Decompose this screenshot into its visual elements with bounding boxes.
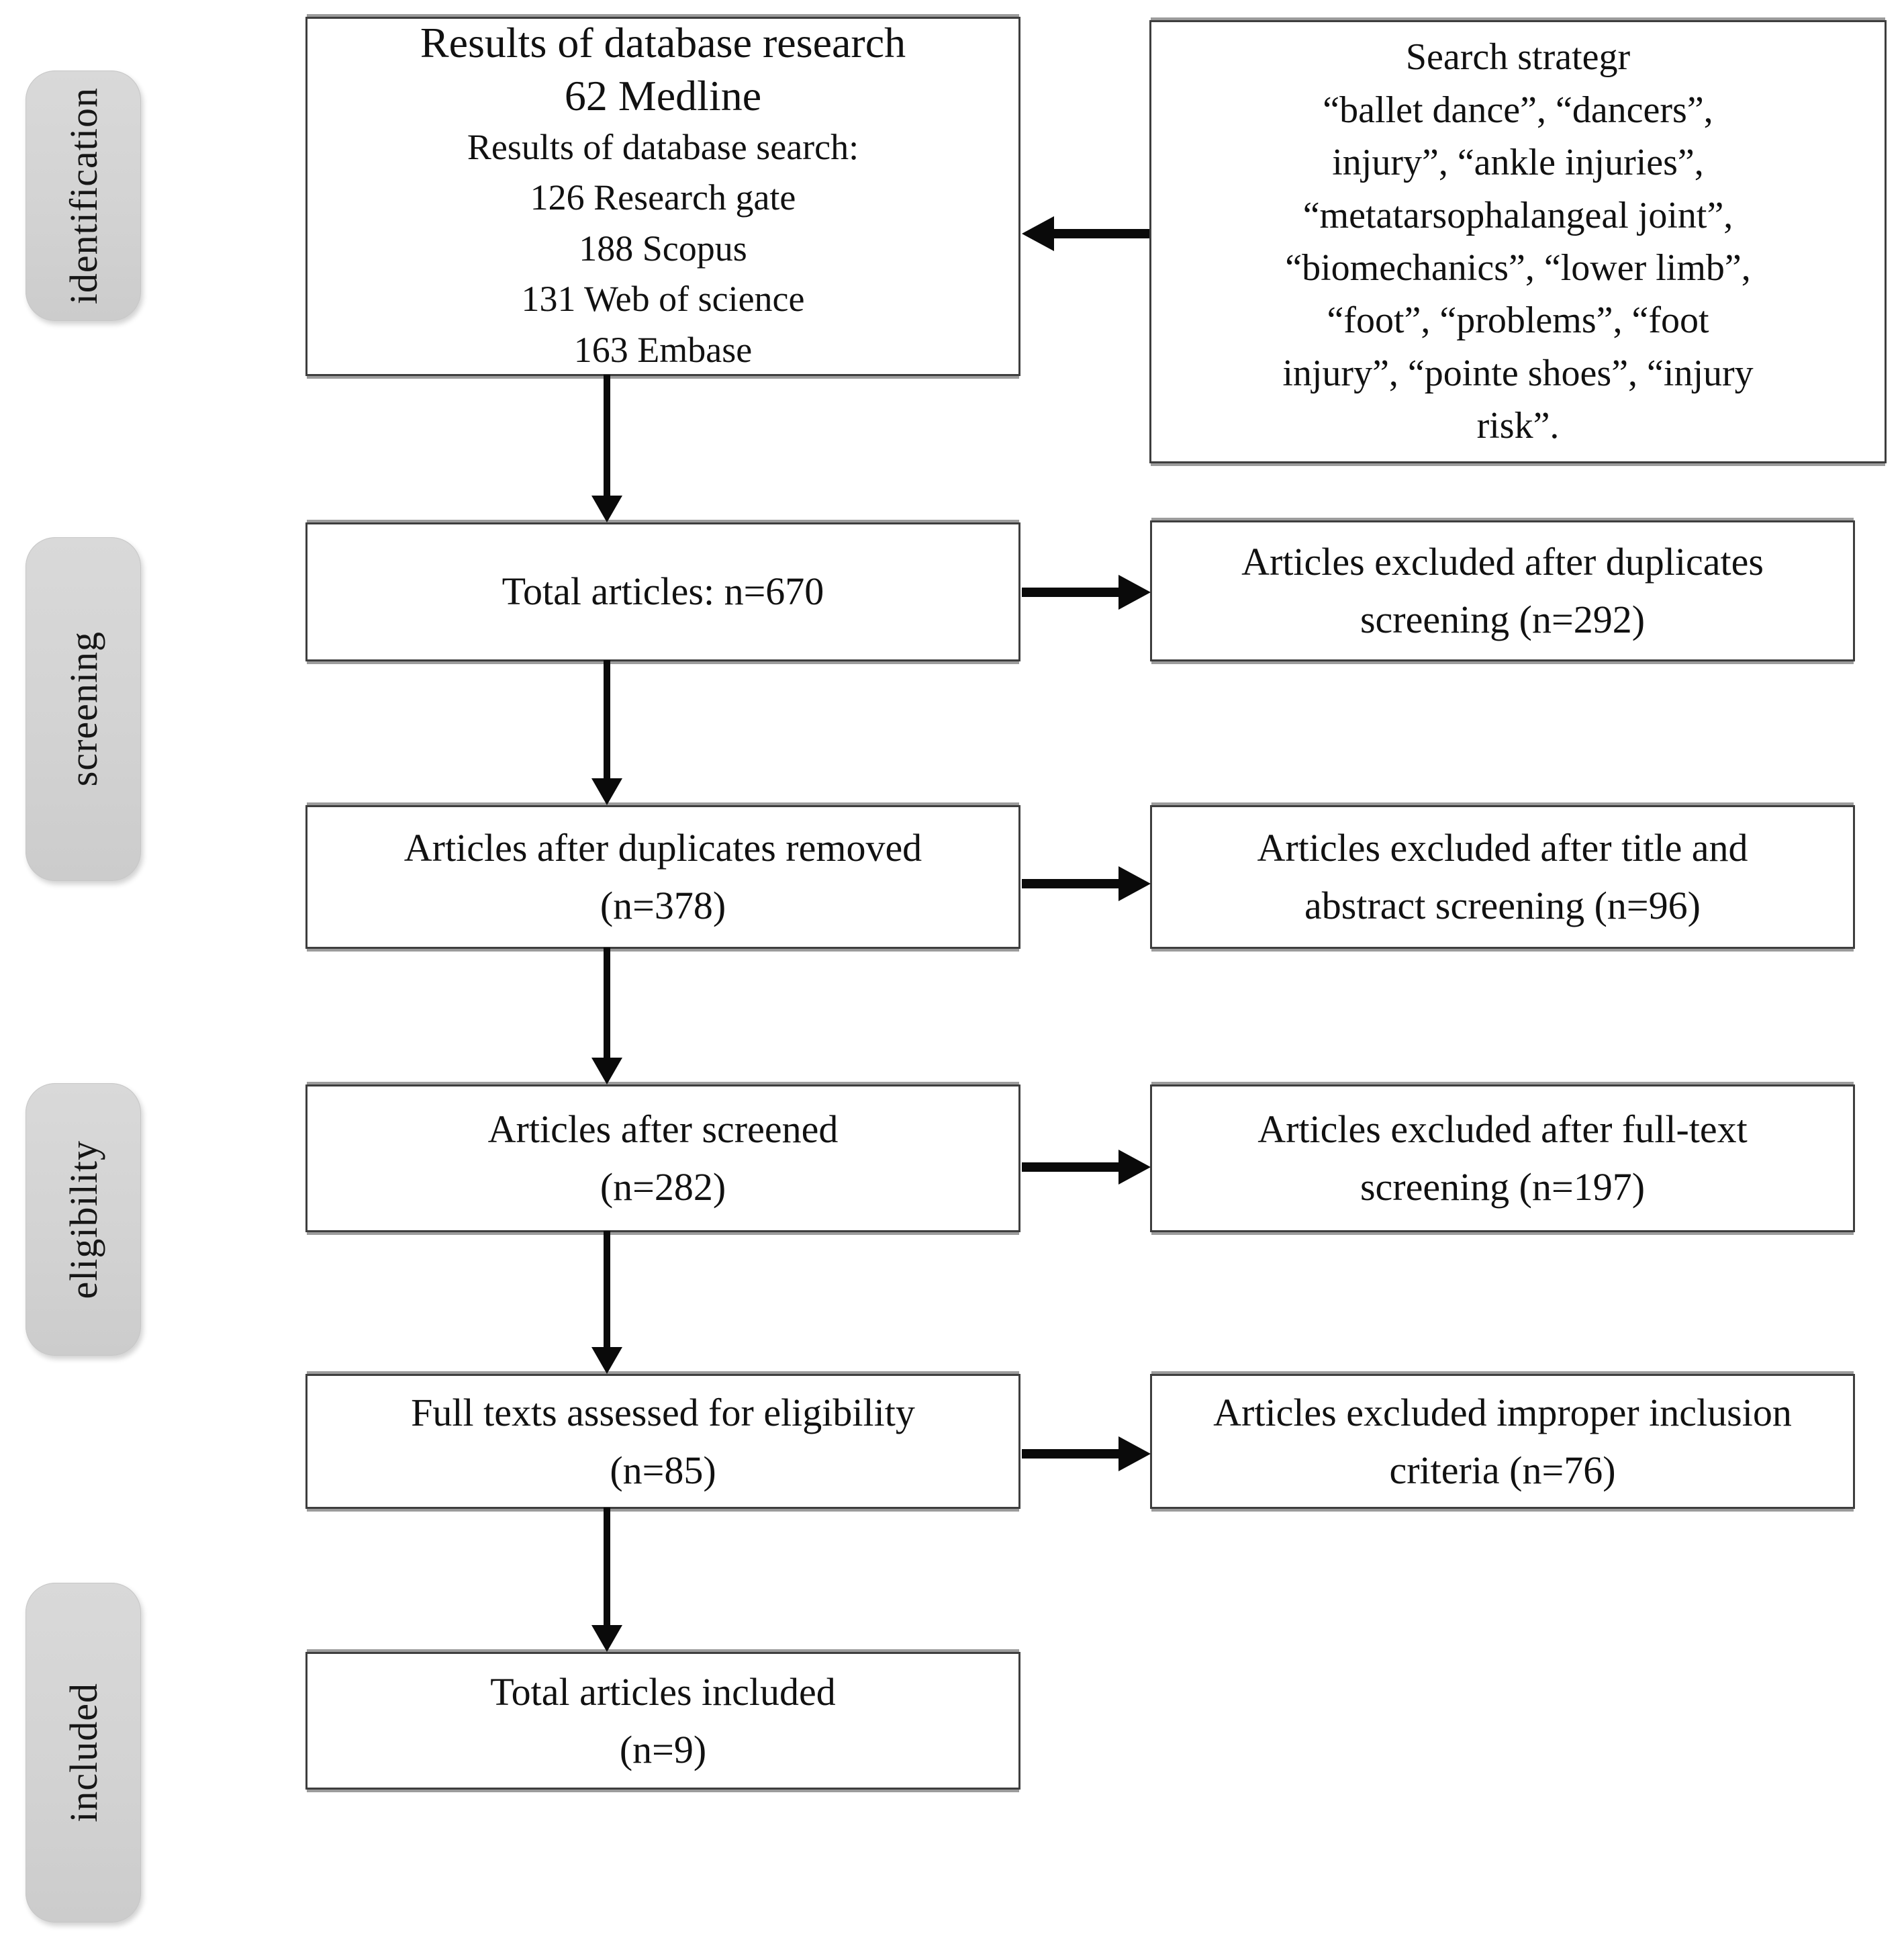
box-total-articles-text: Total articles: n=670 bbox=[502, 569, 824, 614]
arrow-right-icon bbox=[1118, 1150, 1151, 1185]
box-full-texts-assessed-text: Full texts assessed for eligibility(n=85… bbox=[411, 1390, 915, 1492]
stage-label-eligibility-text: eligibility bbox=[61, 1140, 105, 1299]
arrow-down-icon bbox=[591, 778, 622, 805]
stage-label-identification-text: identification bbox=[61, 87, 105, 305]
box-after-duplicates-removed: Articles after duplicates removed(n=378) bbox=[305, 805, 1020, 949]
arrow-shaft bbox=[1051, 229, 1149, 238]
arrow-down-icon bbox=[591, 1625, 622, 1652]
arrow-shaft bbox=[1022, 588, 1120, 597]
stage-label-included-text: included bbox=[61, 1683, 105, 1822]
box-after-duplicates-removed-text: Articles after duplicates removed(n=378) bbox=[403, 826, 922, 927]
arrow-right-icon bbox=[1118, 1436, 1151, 1471]
arrow-shaft bbox=[604, 375, 610, 496]
arrow-down-icon bbox=[591, 1058, 622, 1084]
box-search-strategy: Search strategr“ballet dance”, “dancers”… bbox=[1149, 20, 1887, 463]
arrow-shaft bbox=[1022, 1449, 1120, 1459]
arrow-shaft bbox=[604, 1508, 610, 1625]
stage-label-included: included bbox=[26, 1583, 141, 1923]
box-full-texts-assessed: Full texts assessed for eligibility(n=85… bbox=[305, 1374, 1020, 1509]
box-after-screened-text: Articles after screened(n=282) bbox=[487, 1107, 839, 1209]
arrow-down-icon bbox=[591, 496, 622, 522]
arrow-left-icon bbox=[1022, 216, 1054, 251]
box-total-included-text: Total articles included(n=9) bbox=[490, 1669, 836, 1771]
stage-label-screening: screening bbox=[26, 537, 141, 881]
arrow-shaft bbox=[604, 947, 610, 1058]
stage-label-eligibility: eligibility bbox=[26, 1083, 141, 1356]
stage-label-identification: identification bbox=[26, 71, 141, 321]
arrow-right-icon bbox=[1118, 575, 1151, 610]
arrow-shaft bbox=[1022, 1162, 1120, 1172]
arrow-right-icon bbox=[1118, 866, 1151, 901]
box-after-screened: Articles after screened(n=282) bbox=[305, 1084, 1020, 1232]
arrow-shaft bbox=[604, 660, 610, 778]
arrow-shaft bbox=[1022, 879, 1120, 888]
box-total-articles: Total articles: n=670 bbox=[305, 522, 1020, 661]
box-total-included: Total articles included(n=9) bbox=[305, 1652, 1020, 1790]
stage-label-screening-text: screening bbox=[61, 631, 105, 787]
box-search-strategy-text: Search strategr“ballet dance”, “dancers”… bbox=[1282, 36, 1754, 447]
arrow-shaft bbox=[604, 1231, 610, 1347]
arrow-down-icon bbox=[591, 1347, 622, 1374]
